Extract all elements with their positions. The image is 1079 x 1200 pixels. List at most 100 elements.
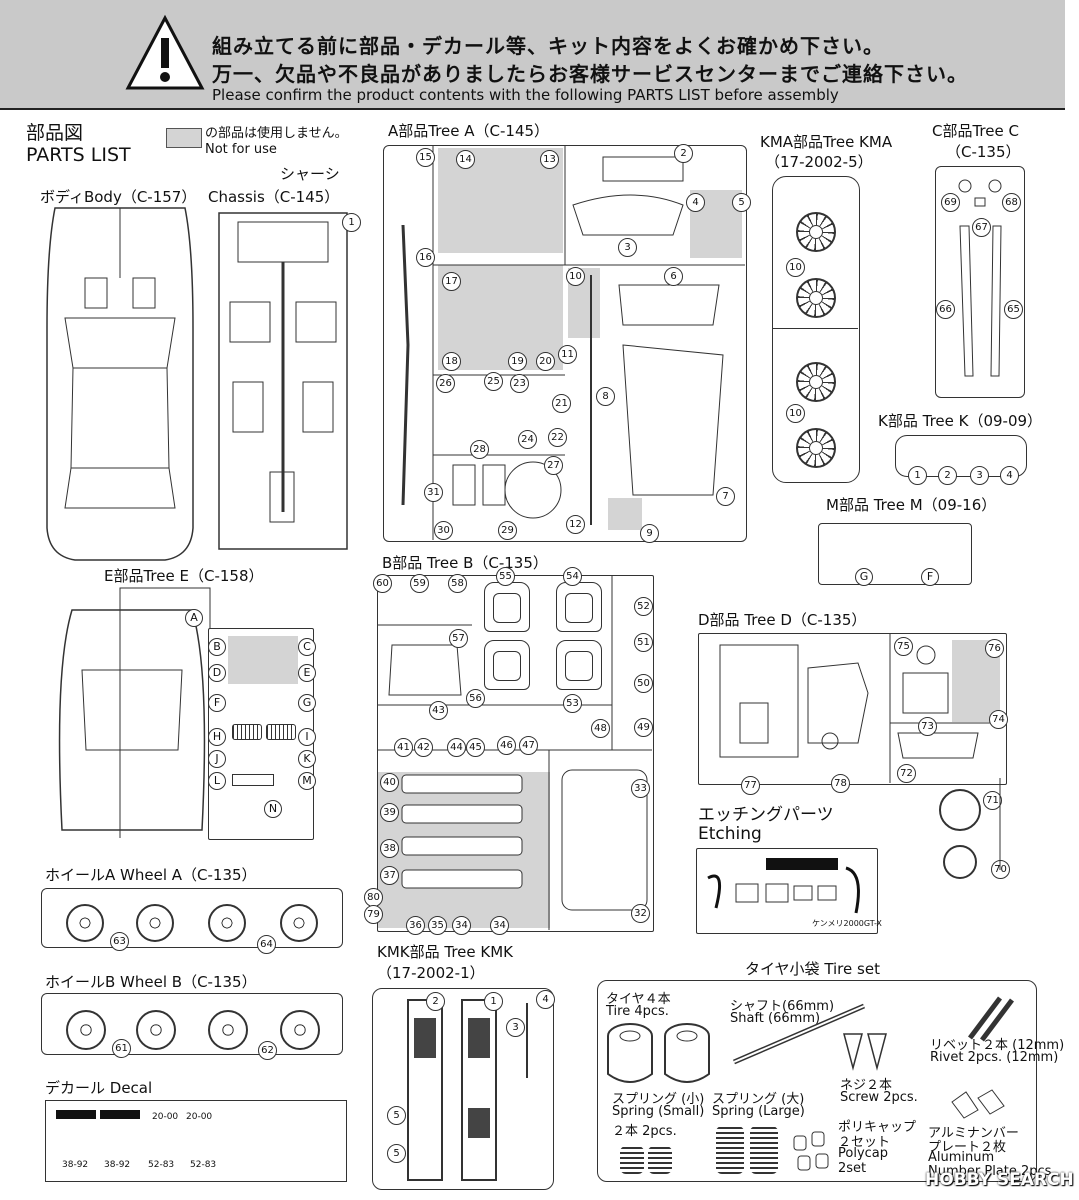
part-letter: D <box>208 664 226 682</box>
spring-large-label-jp: スプリング (大) <box>712 1092 805 1107</box>
part-number: 10 <box>566 267 585 286</box>
part-number: 50 <box>634 674 653 693</box>
decal-plate-text: 52-83 <box>148 1160 175 1170</box>
tree-kmk-label-2: （17-2002-1） <box>377 964 485 982</box>
screw-label-en: Screw 2pcs. <box>840 1090 918 1105</box>
part-letter: B <box>208 638 226 656</box>
part-number: 73 <box>918 717 937 736</box>
part-number: 19 <box>508 352 527 371</box>
warning-jp-line-1: 組み立てる前に部品・デカール等、キット内容をよくお確かめ下さい。 <box>212 34 884 58</box>
spring-small-label-en: Spring (Small) <box>612 1104 705 1119</box>
part-number: 15 <box>416 148 435 167</box>
part-number: 35 <box>428 916 447 935</box>
part-number: 34 <box>490 916 509 935</box>
part-letter: F <box>208 694 226 712</box>
car-body-drawing <box>46 207 194 561</box>
spring-small-icon <box>648 1146 672 1174</box>
seat-part <box>484 640 530 690</box>
part-number: 37 <box>380 866 399 885</box>
part-letter: H <box>208 728 226 746</box>
tire-set-label: タイヤ小袋 Tire set <box>745 960 880 978</box>
warning-banner: 組み立てる前に部品・デカール等、キット内容をよくお確かめ下さい。 万一、欠品や不… <box>0 0 1065 110</box>
part-number: 23 <box>510 374 529 393</box>
part-number: 28 <box>470 440 489 459</box>
decal-plate-text: 52-83 <box>190 1160 217 1170</box>
parts-list-title-en: PARTS LIST <box>26 144 131 166</box>
part-number: 5 <box>387 1144 406 1163</box>
screw-label-jp: ネジ２本 <box>840 1078 893 1093</box>
part-number: 75 <box>894 637 913 656</box>
part-number: 3 <box>970 466 989 485</box>
wheel-part <box>796 278 836 318</box>
chassis-label-jp: シャーシ <box>280 165 340 183</box>
wheel-part <box>796 428 836 468</box>
part-number: 29 <box>498 521 517 540</box>
warning-triangle-icon <box>125 14 205 90</box>
part-number: 4 <box>536 990 555 1009</box>
part-number: 10 <box>786 404 805 423</box>
spring-small-label-jp: スプリング (小) <box>612 1092 705 1107</box>
part-number: 77 <box>741 776 760 795</box>
tree-b-label: B部品 Tree B（C-135） <box>382 554 548 572</box>
part-number: 1 <box>484 992 503 1011</box>
wheel-part <box>796 212 836 252</box>
part-letter: K <box>298 750 316 768</box>
part-number: 31 <box>424 483 443 502</box>
wheel-part <box>136 904 174 942</box>
part-number: 3 <box>506 1018 525 1037</box>
spring-small-icon <box>620 1146 644 1174</box>
tire-icon <box>607 1023 710 1083</box>
wheel-b-label: ホイールB Wheel B（C-135） <box>45 973 257 991</box>
part-number: 66 <box>936 300 955 319</box>
part-number: 52 <box>634 597 653 616</box>
etching-label-jp: エッチングパーツ <box>698 805 834 825</box>
tree-kmk-parts <box>407 999 528 1181</box>
decal-emblem <box>100 1110 140 1119</box>
part-number: 2 <box>426 992 445 1011</box>
tree-a-label: A部品Tree A（C-145） <box>388 122 550 140</box>
tree-c-label-1: C部品Tree C <box>932 122 1019 140</box>
decal-plate-text: 20-00 <box>186 1112 213 1122</box>
tire-label-en: Tire 4pcs. <box>606 1004 669 1019</box>
etching-caption: ケンメリ2000GT-X <box>812 919 882 928</box>
part-number: 2 <box>938 466 957 485</box>
tree-b-runners <box>377 575 652 930</box>
not-use-swatch <box>166 128 202 148</box>
decal-plate-text: 38-92 <box>104 1160 131 1170</box>
polycap-label-jp: ポリキャップ <box>838 1120 917 1135</box>
part-number: 14 <box>456 150 475 169</box>
part-number: 4 <box>1000 466 1019 485</box>
part-number: 2 <box>674 144 693 163</box>
shaft-label-jp: シャフト(66mm) <box>730 999 835 1014</box>
part-number: 80 <box>364 888 383 907</box>
part-letter: C <box>298 638 316 656</box>
polycap-qty-jp: ２セット <box>838 1135 891 1150</box>
part-number: 47 <box>519 736 538 755</box>
tree-e-glass-drawing <box>58 609 206 831</box>
part-number: 39 <box>380 803 399 822</box>
part-number: 4 <box>686 193 705 212</box>
part-letter: M <box>298 772 316 790</box>
part-letter: G <box>855 568 873 586</box>
part-number: 78 <box>831 774 850 793</box>
part-number: 16 <box>416 248 435 267</box>
part-number: 5 <box>732 193 751 212</box>
part-letter: G <box>298 694 316 712</box>
shaft-icon <box>733 1003 865 1065</box>
tree-kma-label-1: KMA部品Tree KMA <box>760 133 893 151</box>
polycap-qty-en: 2set <box>838 1161 867 1176</box>
steering-wheel-part <box>939 778 1001 879</box>
part-number: 12 <box>566 515 585 534</box>
part-number: 49 <box>634 718 653 737</box>
part-letter: J <box>208 750 226 768</box>
tree-m-label: M部品 Tree M（09-16） <box>826 496 997 514</box>
tree-e-unused-block <box>228 636 298 684</box>
part-number: 5 <box>387 1106 406 1125</box>
part-number: 42 <box>414 738 433 757</box>
part-number: 17 <box>442 272 461 291</box>
seat-part <box>556 640 602 690</box>
part-number: 1 <box>342 213 361 232</box>
part-number: 6 <box>664 267 683 286</box>
wheel-part <box>796 362 836 402</box>
part-number: 51 <box>634 633 653 652</box>
